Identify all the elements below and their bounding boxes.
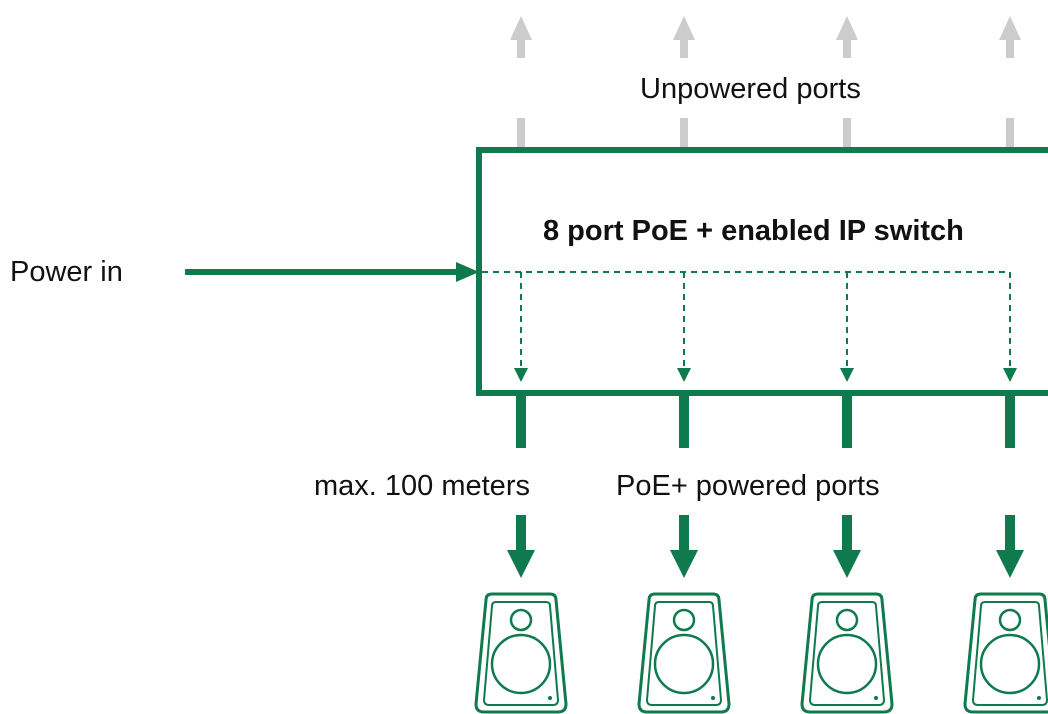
power-in-arrow <box>185 262 479 282</box>
arrow-up-icon <box>673 16 695 150</box>
speaker-icon <box>474 592 568 714</box>
switch-title: 8 port PoE + enabled IP switch <box>543 215 964 247</box>
switch-box <box>476 147 1048 396</box>
powered-ports-lines <box>516 396 1015 448</box>
arrow-up-icon <box>510 16 532 150</box>
powered-ports-arrows <box>507 515 1024 578</box>
speakers <box>474 592 1048 714</box>
arrow-up-icon <box>836 16 858 150</box>
max-distance-label: max. 100 meters <box>314 470 530 502</box>
speaker-icon <box>963 592 1048 714</box>
speaker-icon <box>637 592 731 714</box>
arrow-down-icon <box>996 515 1024 578</box>
internal-arrowheads <box>514 368 1017 382</box>
unpowered-ports-arrows <box>510 16 1021 150</box>
arrow-down-icon <box>670 515 698 578</box>
unpowered-ports-label: Unpowered ports <box>640 73 861 105</box>
arrow-up-icon <box>999 16 1021 150</box>
power-in-label: Power in <box>10 256 123 288</box>
arrow-down-icon <box>507 515 535 578</box>
internal-power-distribution <box>482 271 1011 370</box>
powered-ports-label: PoE+ powered ports <box>616 470 880 502</box>
speaker-icon <box>800 592 894 714</box>
arrow-down-icon <box>833 515 861 578</box>
